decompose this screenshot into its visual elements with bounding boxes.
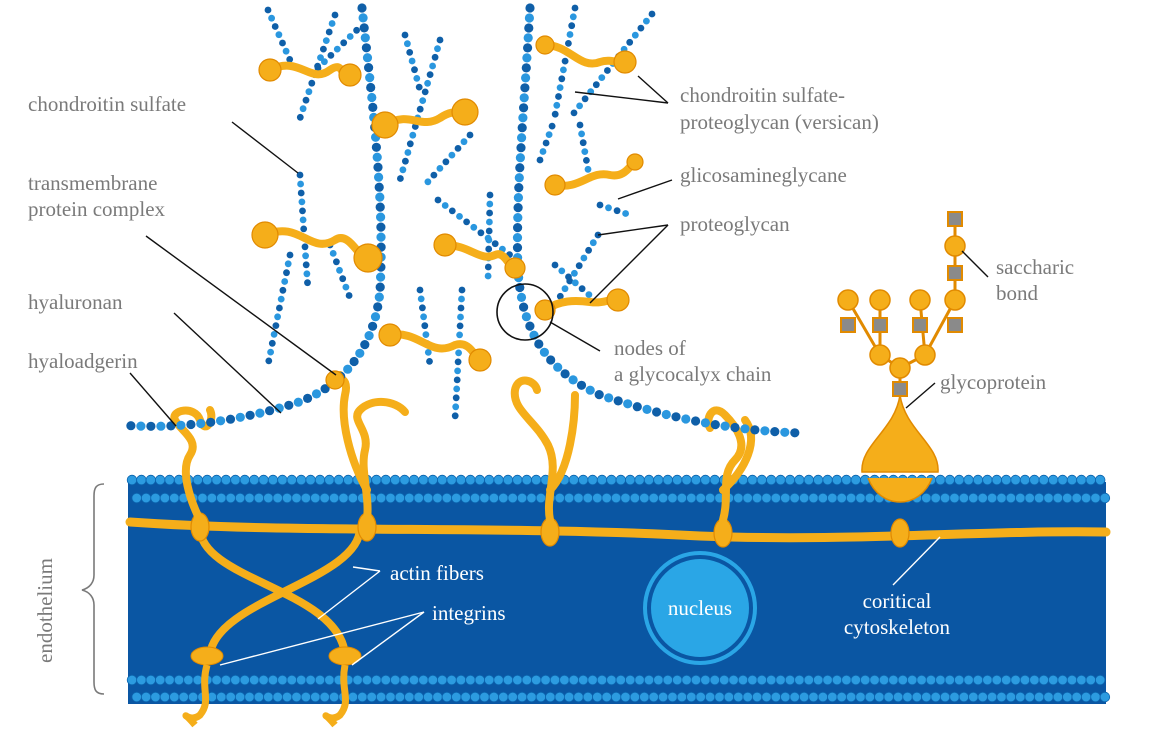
leader-lines — [129, 75, 989, 666]
label-cs-proteoglycan-1: chondroitin sulfate- — [680, 83, 845, 107]
label-nodes-2: a glycocalyx chain — [614, 362, 772, 386]
label-glycoprotein: glycoprotein — [940, 370, 1047, 394]
label-cs-proteoglycan-2: proteoglycan (versican) — [680, 110, 879, 134]
label-cortical-1: coritical — [863, 589, 932, 613]
glycoprotein-anchor — [867, 477, 933, 503]
actin-fiber-1 — [196, 527, 349, 656]
label-actin-fibers: actin fibers — [390, 561, 484, 585]
label-cortical-2: cytoskeleton — [844, 615, 951, 639]
integrin-left — [190, 646, 224, 666]
proteoglycan-nodes — [251, 35, 644, 390]
label-saccharic-1: saccharic — [996, 255, 1074, 279]
integrin-tail-right — [322, 664, 350, 728]
nucleus-core — [651, 559, 749, 657]
label-nodes-1: nodes of — [614, 336, 686, 360]
membrane-bottom — [126, 674, 1111, 703]
label-saccharic-2: bond — [996, 281, 1039, 305]
label-endothelium: endothelium — [33, 558, 57, 663]
label-transmembrane-1: transmembrane — [28, 171, 157, 195]
endothelium-bracket — [81, 483, 105, 695]
saccharide-tree — [837, 211, 966, 397]
node-highlight-circle — [496, 283, 554, 341]
label-hyaloadgerin: hyaloadgerin — [28, 349, 138, 373]
actin-fiber-2 — [206, 527, 364, 656]
label-integrins: integrins — [432, 601, 506, 625]
label-nucleus: nucleus — [668, 596, 732, 620]
label-chondroitin-sulfate: chondroitin sulfate — [28, 92, 186, 116]
label-proteoglycan: proteoglycan — [680, 212, 790, 236]
glycoprotein-body — [861, 394, 939, 473]
label-transmembrane-2: protein complex — [28, 197, 166, 221]
cytoskeleton-nodes — [190, 512, 910, 548]
label-glicosamineglycane: glicosamineglycane — [680, 163, 847, 187]
label-hyaluronan: hyaluronan — [28, 290, 123, 314]
cortical-cytoskeleton — [125, 517, 1111, 543]
integrin-tail-left — [182, 664, 211, 728]
